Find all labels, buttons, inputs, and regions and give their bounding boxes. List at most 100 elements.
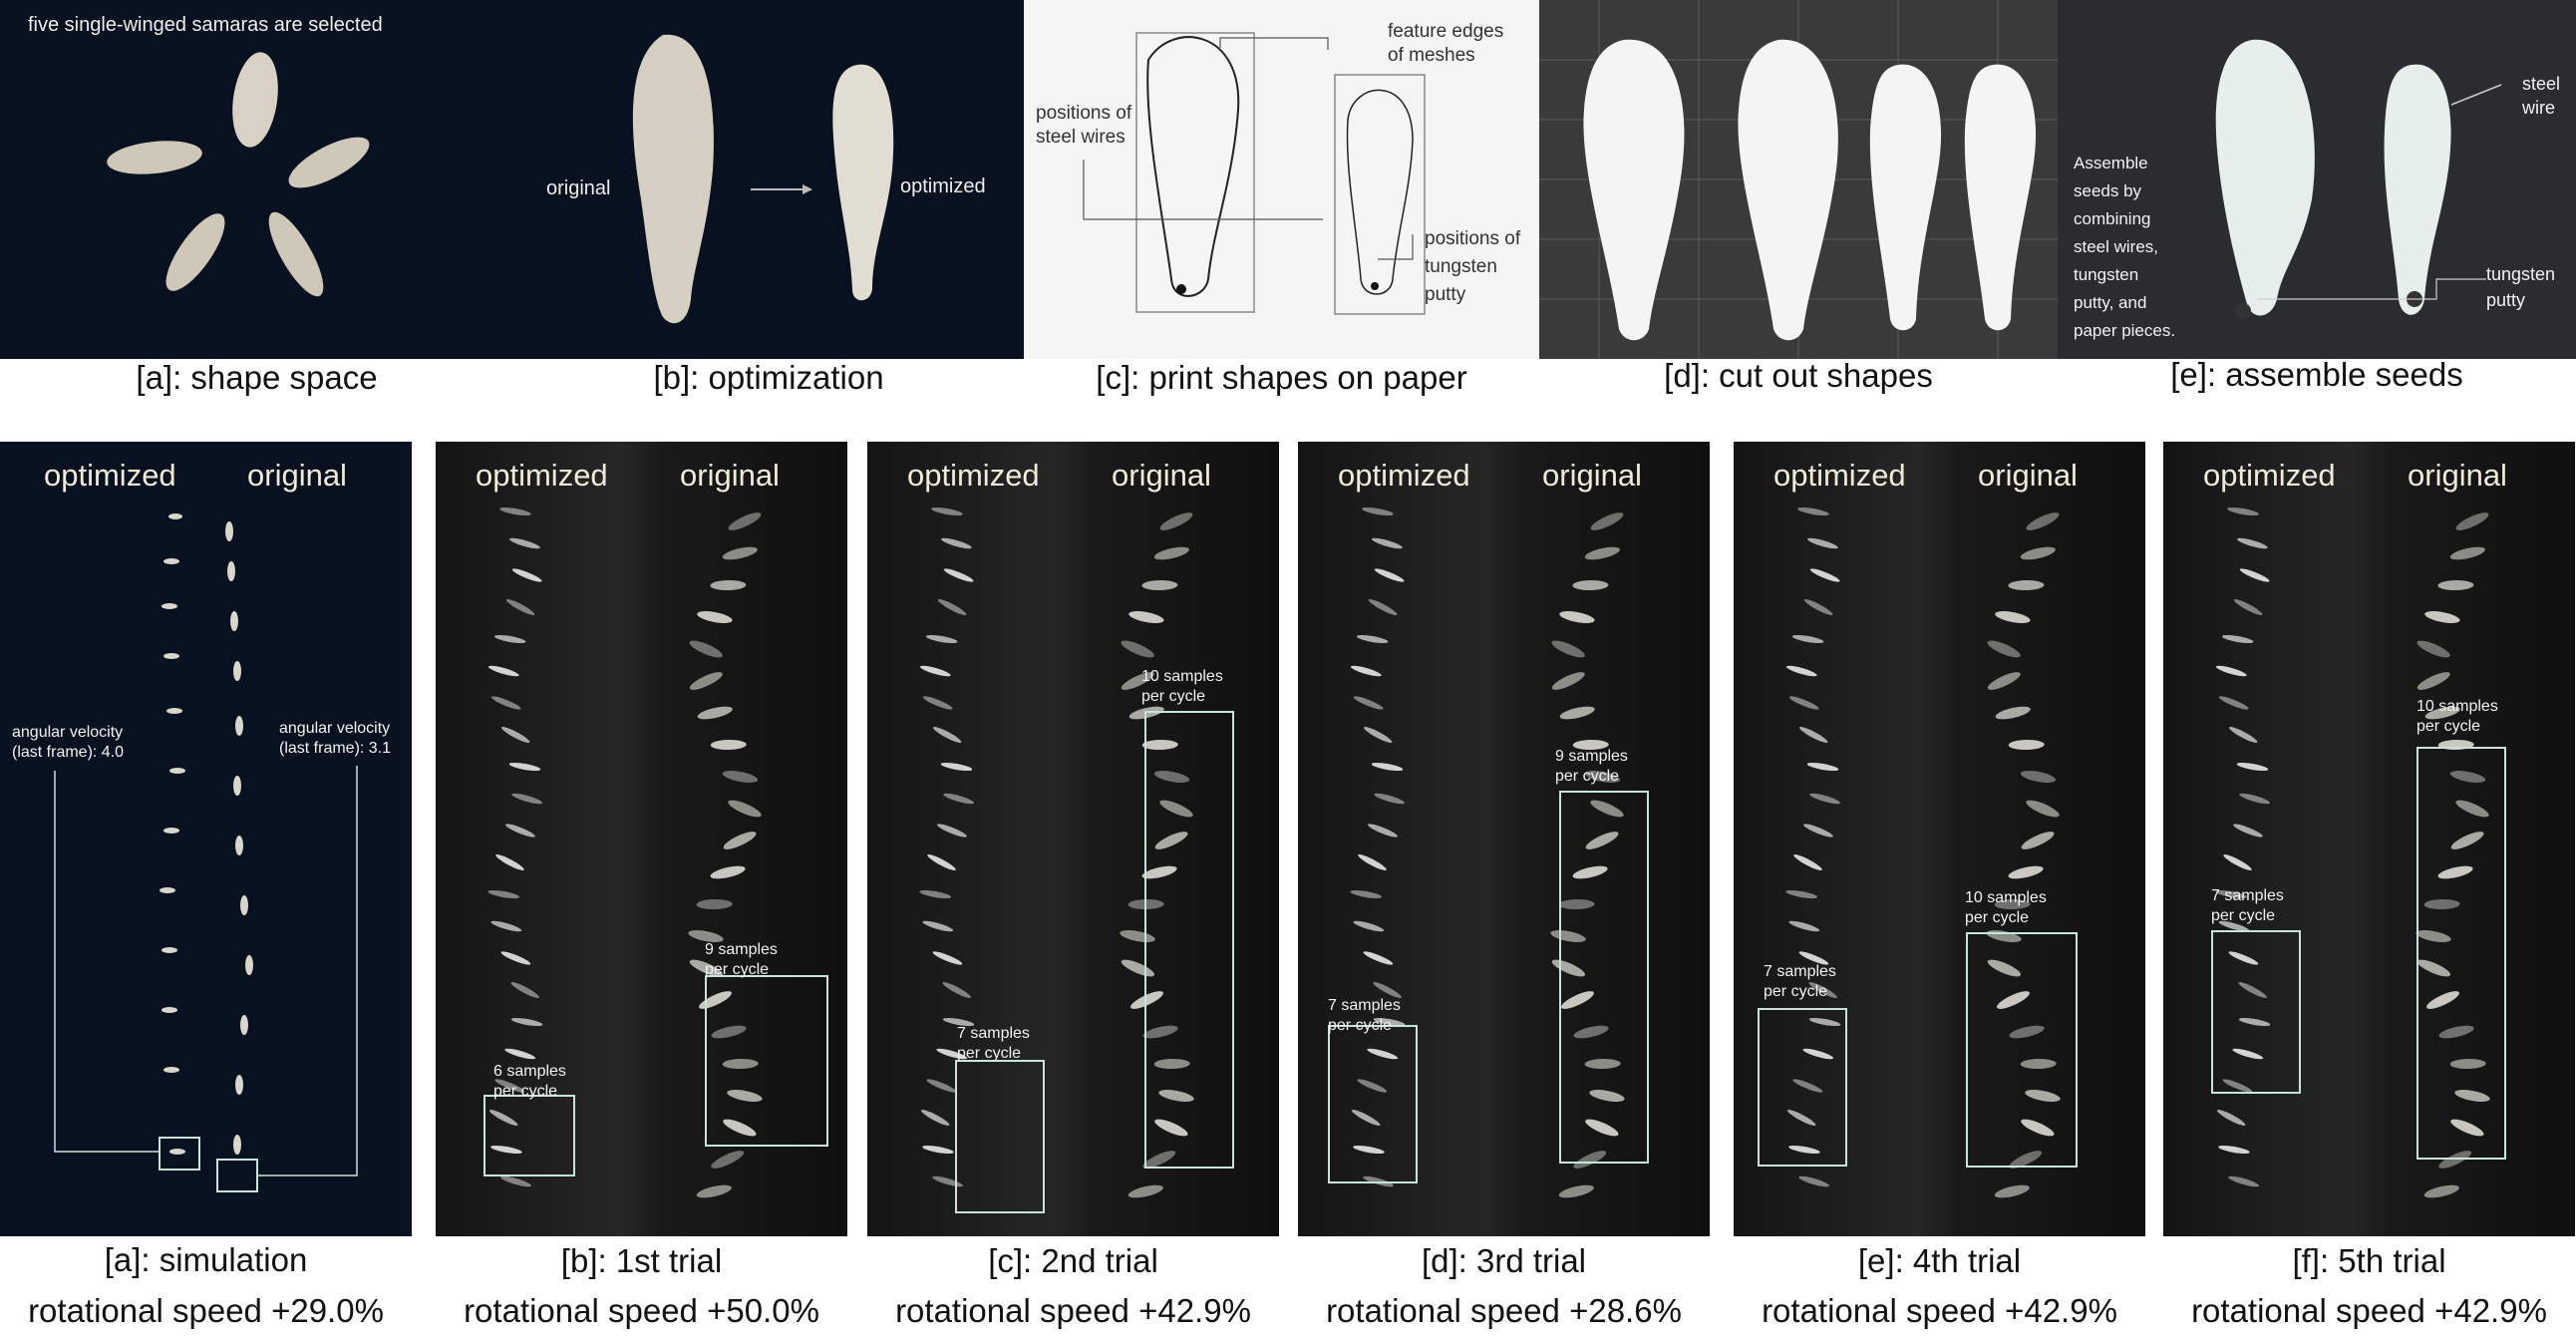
optimized-sample (919, 889, 951, 899)
optimized-sample (500, 1175, 532, 1187)
optimized-sample (1353, 696, 1384, 710)
original-sample (1121, 640, 1154, 658)
optimized-sample (942, 1017, 975, 1027)
optimized-sample (1374, 568, 1405, 582)
original-sample (710, 739, 747, 751)
optimized-sample (1785, 889, 1817, 899)
optimized-sample (922, 696, 953, 710)
optimized-sample (1806, 762, 1839, 772)
samples-per-cycle-box (1144, 711, 1234, 1169)
samples-per-cycle-note: 7 samples per cycle (957, 1025, 1030, 1062)
original-sample (1995, 611, 2031, 623)
speed-bottom-b: rotational speed +50.0% (464, 1292, 819, 1329)
original-sample (689, 640, 723, 658)
original-sample (2438, 1151, 2472, 1169)
original-sample (2020, 1058, 2057, 1070)
optimized-sample (2239, 793, 2271, 805)
optimized-sample (490, 920, 522, 932)
optimized-sample (2228, 1175, 2260, 1187)
optimized-sample (2221, 634, 2254, 644)
original-sample (1584, 1058, 1621, 1070)
original-sample (1559, 611, 1595, 623)
original-sample (1551, 640, 1585, 658)
optimized-sample (1356, 634, 1389, 644)
original-sample (697, 706, 733, 720)
samples-per-cycle-note: 7 samples per cycle (2211, 887, 2284, 924)
col-label-optimized: optimized (476, 458, 608, 493)
speed-bottom-a: rotational speed +29.0% (28, 1292, 384, 1329)
original-sample (2020, 546, 2056, 560)
original-sample (1153, 546, 1189, 560)
optimized-sample (495, 854, 524, 870)
angular-velocity-left: angular velocity (last frame): 4.0 (12, 724, 125, 761)
optimized-sample (1353, 920, 1385, 932)
original-sample (1584, 546, 1620, 560)
optimized-sample (2218, 1145, 2250, 1155)
samples-per-cycle-note: 9 samples per cycle (1555, 748, 1628, 785)
col-label-optimized: optimized (2203, 458, 2336, 493)
optimized-sample (487, 665, 519, 677)
original-sample (2437, 865, 2473, 879)
col-label-original: original (247, 458, 347, 493)
optimized-sample (931, 506, 963, 516)
optimized-sample (487, 889, 519, 899)
original-sample (2008, 579, 2045, 591)
optimized-sample (2228, 951, 2259, 965)
caption-top-a: [a]: shape space (136, 359, 378, 396)
optimization-shapes (632, 34, 894, 324)
original-sample (1559, 706, 1595, 720)
col-label-original: original (1542, 458, 1642, 493)
optimized-sample (493, 634, 526, 644)
optimized-sample (1808, 982, 1837, 998)
optimized-sample (922, 1145, 954, 1155)
original-label: original (546, 177, 611, 199)
optimized-sample (1362, 506, 1394, 516)
original-sample (2416, 672, 2450, 690)
original-sample (1159, 512, 1193, 530)
original-sample (1573, 1151, 1607, 1169)
samples-per-cycle-box (2211, 930, 2301, 1094)
samples-per-cycle-note: 7 samples per cycle (1328, 997, 1401, 1034)
optimized-sample (2215, 889, 2247, 899)
original-sample (1141, 865, 1177, 879)
flight-samples (1350, 506, 1625, 1198)
bottom-panel-a-simulation: optimized original angular velocity (las… (0, 442, 412, 1236)
original-sample (723, 832, 757, 849)
caption-top-d: [d]: cut out shapes (1664, 357, 1933, 394)
optimized-sample (927, 854, 956, 870)
original-sample (1572, 865, 1608, 879)
original-sample (1159, 800, 1193, 818)
original-sample (711, 1151, 745, 1169)
caption-top-b: [b]: optimization (653, 359, 884, 396)
samples-per-cycle-box (2416, 747, 2506, 1160)
optimized-sample (2218, 696, 2249, 710)
original-sample (1987, 672, 2021, 690)
original-sample (2416, 959, 2451, 977)
original-sample (727, 1090, 763, 1102)
caption-top-c: [c]: print shapes on paper (1096, 359, 1467, 396)
original-sample (1987, 959, 2022, 977)
col-label-optimized: optimized (44, 458, 176, 493)
optimized-sample (2236, 537, 2268, 549)
original-sample (2026, 800, 2060, 818)
original-sample (2450, 1119, 2484, 1137)
col-label-original: original (1112, 458, 1211, 493)
original-sample (1589, 1090, 1625, 1102)
original-sample (1994, 898, 2031, 910)
optimized-sample (1809, 568, 1840, 582)
original-sample (2415, 930, 2451, 942)
top-panel-d-cutout (1539, 0, 2058, 359)
samples-per-cycle-note: 10 samples per cycle (1965, 889, 2047, 926)
optimized-sample (932, 951, 963, 965)
optimized-sample (925, 634, 958, 644)
speed-bottom-d: rotational speed +28.6% (1326, 1292, 1682, 1329)
optimized-label: optimized (900, 175, 986, 197)
optimized-sample (2227, 506, 2259, 516)
optimized-sample (2215, 665, 2247, 677)
optimized-sample (2223, 854, 2252, 870)
optimized-sample (1808, 1017, 1841, 1027)
optimized-sample (937, 599, 967, 615)
col-label-original: original (2408, 458, 2507, 493)
